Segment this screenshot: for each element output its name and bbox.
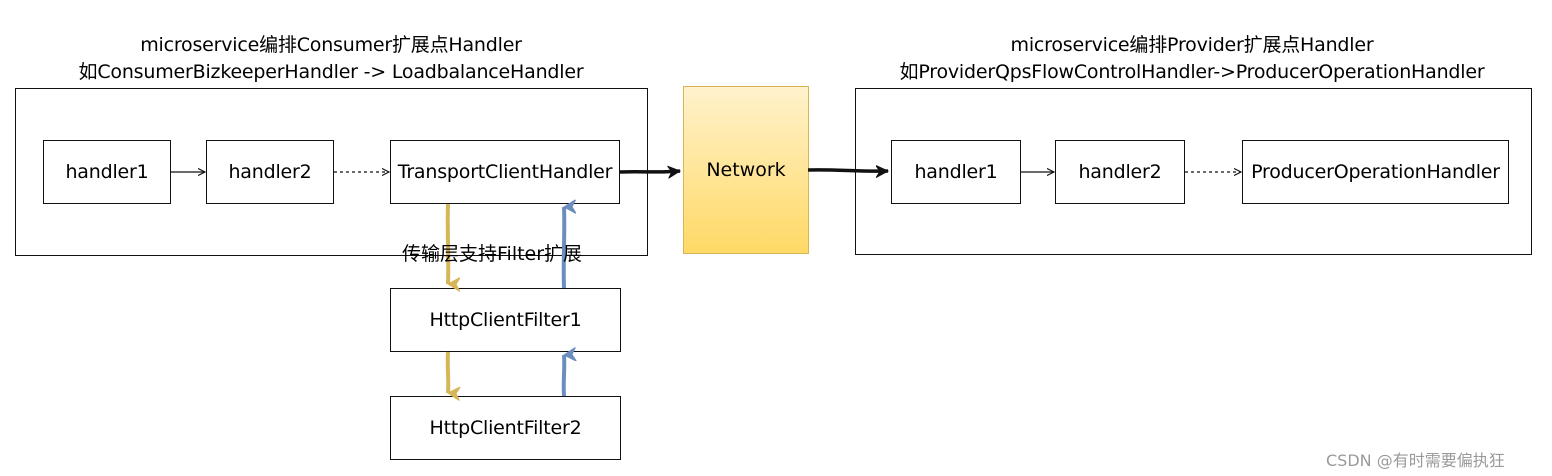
provider-title-line1: microservice编排Provider扩展点Handler [1010, 34, 1374, 56]
network-label: Network [706, 159, 786, 181]
provider-title-line2: 如ProviderQpsFlowControlHandler->Producer… [899, 61, 1485, 83]
consumer-handler1-label: handler1 [65, 161, 149, 183]
consumer-title-line2: 如ConsumerBizkeeperHandler -> Loadbalance… [78, 61, 584, 83]
transport-client-handler-box[interactable]: TransportClientHandler [390, 140, 620, 204]
http-client-filter2-label: HttpClientFilter2 [429, 417, 582, 439]
network-box[interactable]: Network [683, 86, 809, 254]
consumer-handler2-label: handler2 [228, 161, 312, 183]
consumer-title-line1: microservice编排Consumer扩展点Handler [140, 34, 522, 56]
provider-handler1-box[interactable]: handler1 [891, 140, 1021, 204]
provider-handler2-box[interactable]: handler2 [1055, 140, 1185, 204]
transport-client-handler-label: TransportClientHandler [397, 161, 613, 183]
http-client-filter1-box[interactable]: HttpClientFilter1 [390, 288, 621, 352]
http-client-filter1-label: HttpClientFilter1 [429, 309, 582, 331]
provider-handler1-label: handler1 [914, 161, 998, 183]
producer-operation-handler-box[interactable]: ProducerOperationHandler [1242, 140, 1509, 204]
edge-filter2-filter1-response [561, 355, 565, 397]
csdn-watermark: CSDN @有时需要偏执狂 [1326, 451, 1505, 470]
producer-operation-handler-label: ProducerOperationHandler [1251, 161, 1500, 183]
edge-filter1-filter2-request [445, 351, 449, 393]
transport-layer-filter-label: 传输层支持Filter扩展 [402, 243, 583, 265]
provider-handler2-label: handler2 [1078, 161, 1162, 183]
http-client-filter2-box[interactable]: HttpClientFilter2 [390, 396, 621, 460]
consumer-handler1-box[interactable]: handler1 [43, 140, 171, 204]
consumer-handler2-box[interactable]: handler2 [206, 140, 334, 204]
